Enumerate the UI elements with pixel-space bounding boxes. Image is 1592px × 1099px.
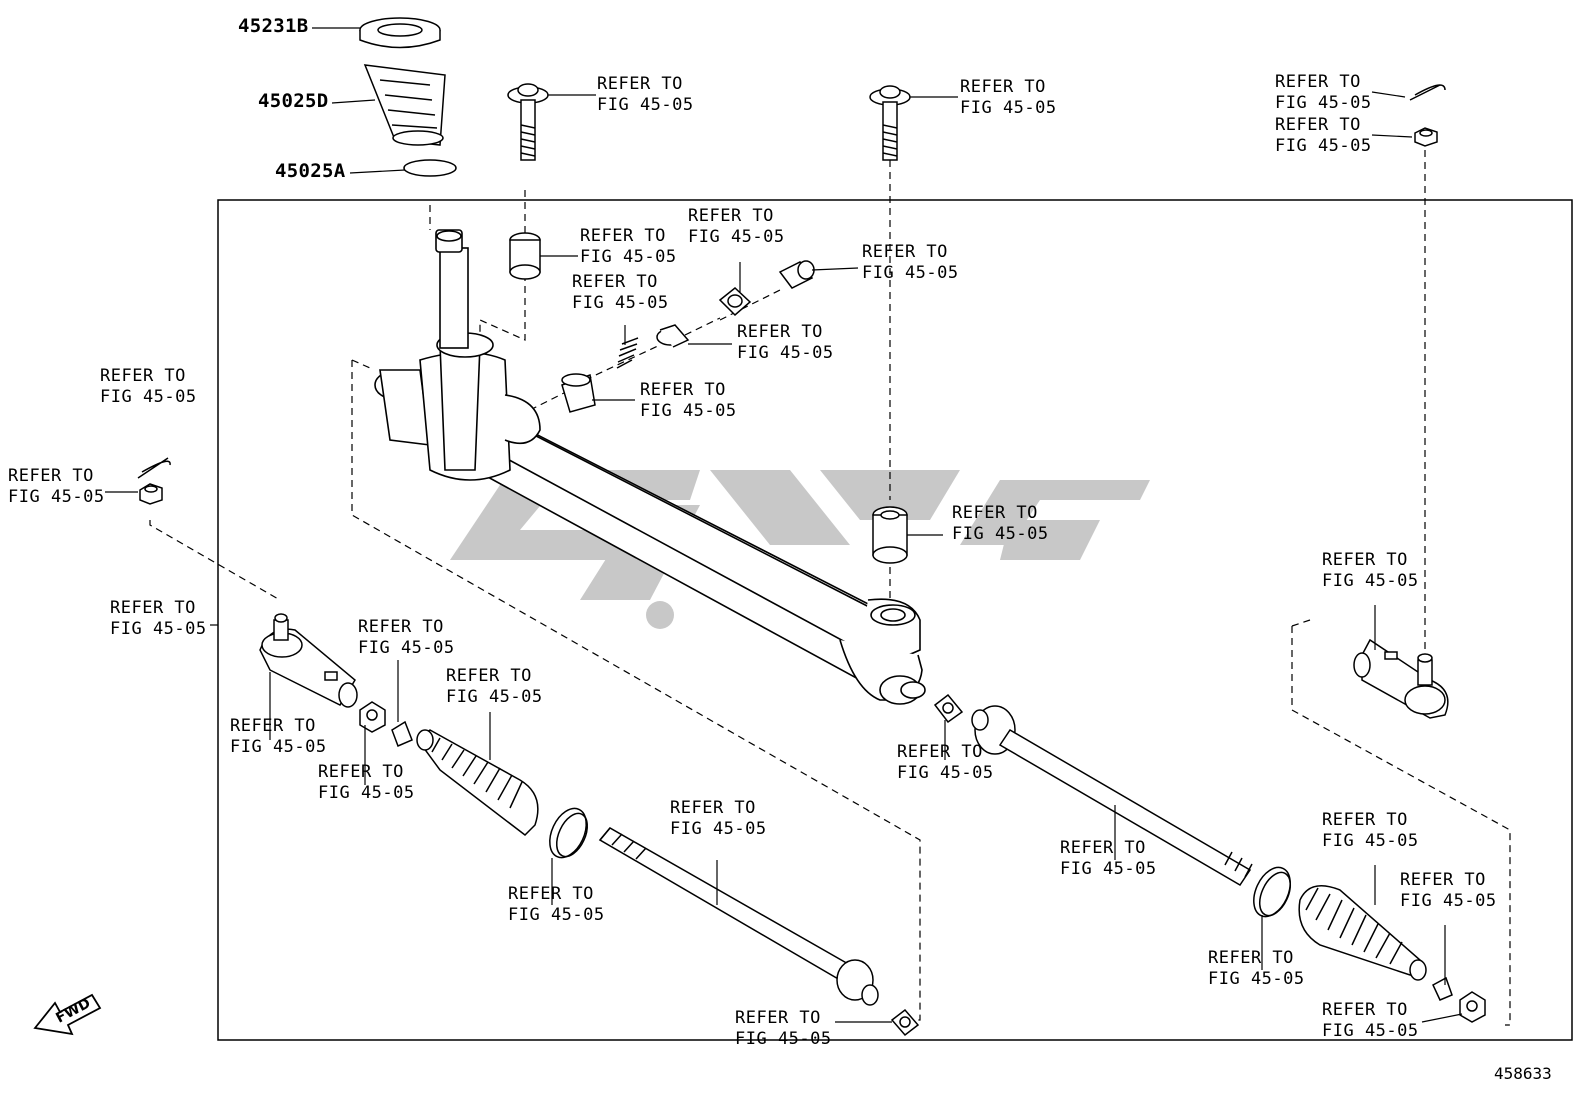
lock-nut-right	[1459, 991, 1486, 1023]
washer-left	[890, 1008, 920, 1037]
pn-leaders	[312, 27, 406, 174]
bolt-center	[869, 85, 911, 161]
part-number-45025D: 45025D	[258, 90, 329, 112]
tie-rod-end-right	[1353, 638, 1449, 719]
cotter-pin-left	[137, 457, 171, 479]
refer-leaders-top	[548, 91, 1413, 138]
nut-right-top	[1414, 127, 1438, 147]
tie-rod-left	[598, 827, 879, 1006]
refer-leaders-left	[105, 491, 892, 1023]
lock-nut	[656, 324, 690, 348]
boot-45025D	[363, 64, 446, 146]
rack-guide	[561, 373, 596, 413]
assembly-frame	[217, 199, 1573, 1041]
illustration-number: 458633	[1494, 1064, 1552, 1083]
bolt-left	[507, 83, 549, 161]
lock-nut-left	[359, 701, 386, 733]
plug	[778, 260, 815, 289]
bushing-upper	[509, 232, 541, 280]
washer-right-top	[933, 693, 964, 724]
dashed-outlines	[149, 150, 1511, 1026]
cotter-pin-right	[1409, 84, 1446, 101]
refer-leaders-mid	[540, 255, 943, 536]
tie-rod-end-left	[259, 613, 358, 708]
tie-rod-right	[971, 705, 1253, 887]
nut-left-top	[139, 483, 163, 505]
part-number-45025A: 45025A	[275, 160, 346, 182]
plate	[718, 287, 752, 317]
refer-leaders-right	[944, 605, 1463, 1023]
clip-right	[1432, 976, 1453, 1001]
fwd-arrow-icon	[33, 993, 102, 1036]
clamp-left	[549, 807, 589, 859]
dust-seal-45231B	[359, 17, 441, 49]
bushing-center	[872, 506, 908, 564]
boot-left	[416, 729, 539, 836]
boot-right	[1298, 885, 1427, 981]
rack-housing	[374, 229, 926, 705]
part-number-45231B: 45231B	[238, 15, 309, 37]
o-ring-45025A	[403, 159, 457, 177]
clamp-right	[1253, 866, 1292, 918]
clip-left	[391, 720, 413, 747]
spring	[616, 337, 639, 369]
